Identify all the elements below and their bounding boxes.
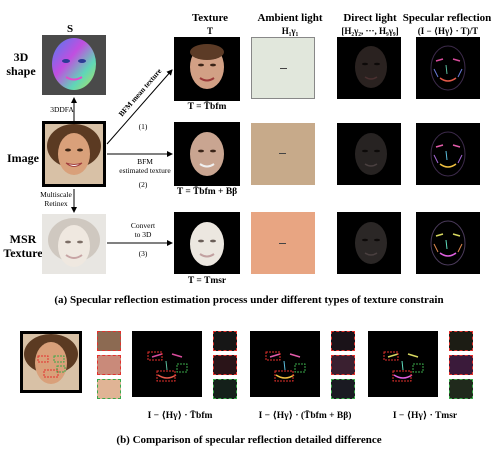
msr-face-image bbox=[42, 214, 106, 274]
texture-row3-equation: T = Tmsr bbox=[187, 276, 227, 286]
shape-image bbox=[42, 35, 106, 95]
specular-row3-image bbox=[416, 212, 480, 274]
compare-2-crop-cheek bbox=[331, 379, 355, 399]
ambient-row3-swatch bbox=[251, 212, 315, 274]
ambient-row3-marker bbox=[279, 243, 286, 244]
header-direct-symbol: [H₂γ₂, ···, H₉γ₉] bbox=[341, 26, 399, 36]
specular-row2-image bbox=[416, 123, 480, 185]
direct-row1-image bbox=[337, 37, 401, 99]
label-3ddfa: 3DDFA bbox=[50, 105, 74, 114]
row-label-image: Image bbox=[7, 151, 39, 165]
ambient-row1-marker bbox=[280, 68, 287, 69]
direct-row3-image bbox=[337, 212, 401, 274]
caption-b: (b) Comparison of specular reflection de… bbox=[116, 434, 382, 446]
input-face-photo bbox=[45, 124, 103, 184]
ambient-row2-marker bbox=[279, 153, 286, 154]
direct-row3-face bbox=[355, 222, 387, 264]
ambient-row1-swatch bbox=[251, 37, 315, 99]
specular-compare-2 bbox=[250, 331, 320, 397]
header-direct-light: Direct light bbox=[343, 12, 397, 24]
specular-compare-1-map bbox=[147, 351, 188, 382]
input-face-image bbox=[42, 121, 106, 187]
specular-row2-map bbox=[430, 131, 466, 177]
texture-row1-equation: T = T̄bfm bbox=[187, 102, 227, 112]
header-s: S bbox=[66, 23, 74, 35]
compare-1-crop-cheek bbox=[213, 379, 237, 399]
comparison-face-image bbox=[20, 331, 82, 393]
texture-mean-face bbox=[190, 44, 224, 89]
header-ambient-light: Ambient light bbox=[257, 12, 323, 24]
ambient-row2-swatch bbox=[251, 123, 315, 185]
crop-cheek bbox=[97, 379, 121, 399]
compare-3-label: I − ⟨Hγ⟩ · Tmsr bbox=[392, 411, 458, 421]
compare-3-crop-mouth bbox=[449, 355, 473, 375]
texture-row2-image bbox=[174, 122, 240, 186]
compare-2-crop-mouth bbox=[331, 355, 355, 375]
texture-msr-face bbox=[174, 212, 240, 274]
texture-row1-image bbox=[174, 37, 240, 101]
label-step-2: (2) bbox=[138, 180, 148, 189]
compare-2-label: I − ⟨Hγ⟩ · (T̄bfm + Bβ) bbox=[258, 411, 352, 421]
specular-compare-3-map bbox=[383, 351, 424, 382]
texture-row2-equation: T = T̄bfm + Bβ bbox=[176, 187, 238, 197]
header-texture: Texture bbox=[191, 12, 229, 24]
direct-row2-image bbox=[337, 123, 401, 185]
compare-2-crop-eye bbox=[331, 331, 355, 351]
header-texture-symbol: T bbox=[206, 26, 213, 36]
texture-estimated-face bbox=[190, 132, 224, 176]
specular-compare-2-map bbox=[265, 351, 306, 382]
specular-compare-1 bbox=[132, 331, 202, 397]
compare-3-crop-eye bbox=[449, 331, 473, 351]
crop-mouth bbox=[97, 355, 121, 375]
texture-row3-image bbox=[174, 212, 240, 274]
header-specular-symbol: (I − ⟨Hγ⟩ · T)/T bbox=[417, 26, 479, 36]
direct-row1-face bbox=[355, 46, 387, 88]
compare-1-crop-eye bbox=[213, 331, 237, 351]
comparison-face-photo bbox=[23, 334, 79, 390]
specular-row3-map bbox=[430, 220, 466, 266]
shape-face-render bbox=[52, 38, 96, 90]
specular-compare-3 bbox=[368, 331, 438, 397]
specular-row1-map bbox=[430, 45, 466, 91]
header-specular: Specular reflection bbox=[402, 12, 492, 24]
header-ambient-symbol: H₁γ₁ bbox=[281, 26, 299, 36]
direct-row2-face bbox=[355, 133, 387, 175]
caption-a: (a) Specular reflection estimation proce… bbox=[54, 294, 444, 306]
label-step-3: (3) bbox=[138, 249, 148, 258]
label-step-1: (1) bbox=[138, 122, 148, 131]
msr-face-photo bbox=[42, 214, 106, 274]
compare-3-crop-cheek bbox=[449, 379, 473, 399]
specular-row1-image bbox=[416, 37, 480, 99]
crop-eye bbox=[97, 331, 121, 351]
compare-1-label: I − ⟨Hγ⟩ · T̄bfm bbox=[147, 411, 213, 421]
compare-1-crop-mouth bbox=[213, 355, 237, 375]
